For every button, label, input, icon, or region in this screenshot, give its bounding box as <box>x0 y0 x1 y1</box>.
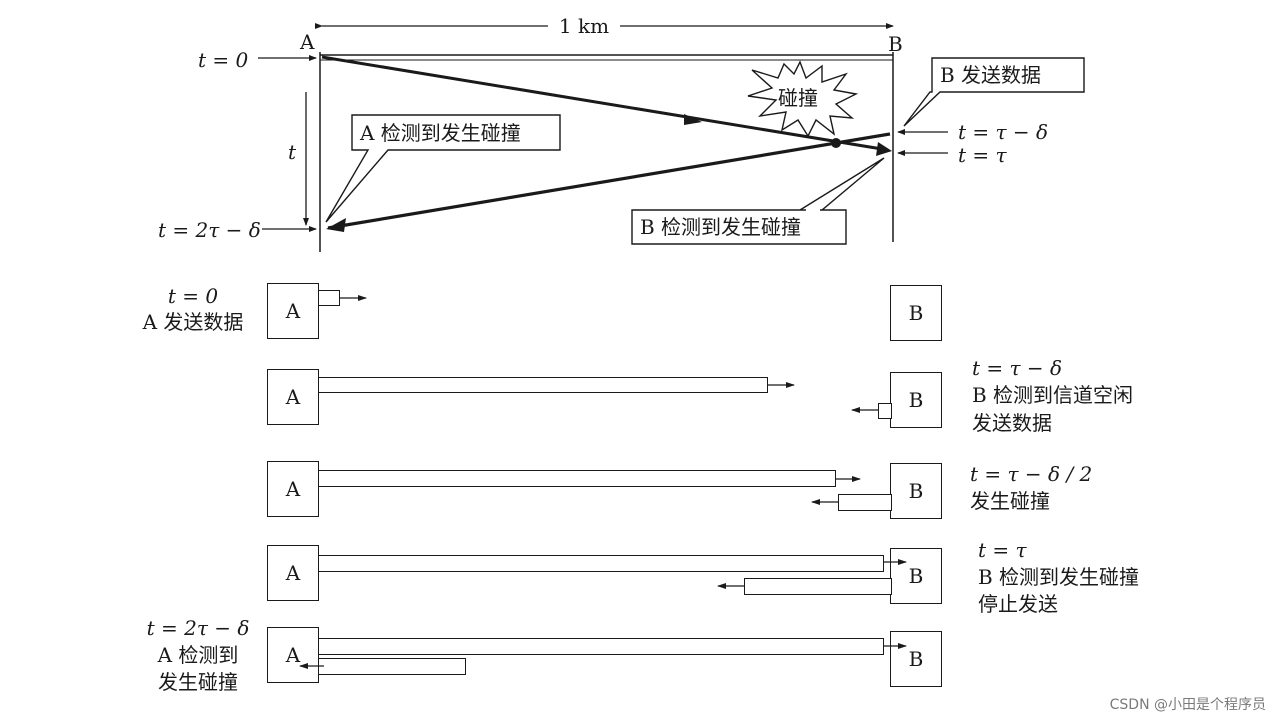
t-2tau-delta-label: t = 2τ − δ <box>158 218 261 242</box>
stage4-right-line2: B 检测到发生碰撞 <box>978 565 1140 589</box>
stage1-station-b: B <box>890 285 942 341</box>
collision-burst <box>747 60 859 138</box>
stage5-b-frame <box>318 658 466 675</box>
stage3-b-frame <box>838 494 892 511</box>
stage1-left-line2: A 发送数据 <box>142 310 244 334</box>
stage5-station-a: A <box>267 627 319 683</box>
stage2-station-a: A <box>267 369 319 425</box>
stage5-station-b: B <box>890 631 942 687</box>
stage1-a-frame <box>318 290 340 306</box>
stage4-station-a: A <box>267 545 319 601</box>
stage3-a-frame <box>318 470 836 487</box>
stage3-station-b: B <box>890 463 942 519</box>
collision-point <box>831 138 841 148</box>
timing-diagram <box>258 14 1085 252</box>
collision-burst-label: 碰撞 <box>778 86 818 110</box>
callout-a-detect: A 检测到发生碰撞 <box>360 121 521 145</box>
watermark: CSDN @小田是个程序员 <box>1109 697 1266 713</box>
t-axis-label: t <box>288 140 297 164</box>
stage4-a-frame <box>318 555 884 572</box>
stage5-left-line3: 发生碰撞 <box>158 670 238 694</box>
signal-b-to-a <box>327 132 891 230</box>
stage4-b-frame <box>744 578 892 595</box>
stage1-left-line1: t = 0 <box>167 284 219 308</box>
stage2-b-frame <box>878 403 892 419</box>
t-zero-label: t = 0 <box>198 48 249 72</box>
t-tau-label: t = τ <box>958 143 1007 167</box>
signal-a-to-b <box>321 55 889 152</box>
stage1-station-a: A <box>267 283 319 339</box>
station-b-label: B <box>888 32 903 56</box>
callout-b-send-bubble <box>903 57 1085 127</box>
stage2-station-b: B <box>890 372 942 428</box>
stage4-station-b: B <box>890 548 942 604</box>
station-a-label: A <box>300 30 315 54</box>
stage5-left-line2: A 检测到 <box>157 643 239 667</box>
stage5-left-line1: t = 2τ − δ <box>146 616 250 640</box>
t-tau-delta-label: t = τ − δ <box>958 120 1049 144</box>
stage3-right-line2: 发生碰撞 <box>970 489 1050 513</box>
stage3-right-line1: t = τ − δ / 2 <box>970 462 1093 486</box>
stage4-right-line1: t = τ <box>978 538 1027 562</box>
stage2-right-line2: B 检测到信道空闲 <box>972 383 1134 407</box>
stage2-right-line3: 发送数据 <box>972 411 1052 435</box>
distance-label: 1 km <box>558 14 610 38</box>
stage2-a-frame <box>318 377 768 393</box>
stage3-station-a: A <box>267 461 319 517</box>
callout-a-detect-bubble <box>325 114 561 223</box>
stage5-a-frame <box>318 638 884 655</box>
callout-b-detect: B 检测到发生碰撞 <box>640 215 802 239</box>
stage4-right-line3: 停止发送 <box>978 592 1058 616</box>
callout-b-send: B 发送数据 <box>940 63 1042 87</box>
stage2-right-line1: t = τ − δ <box>972 356 1063 380</box>
